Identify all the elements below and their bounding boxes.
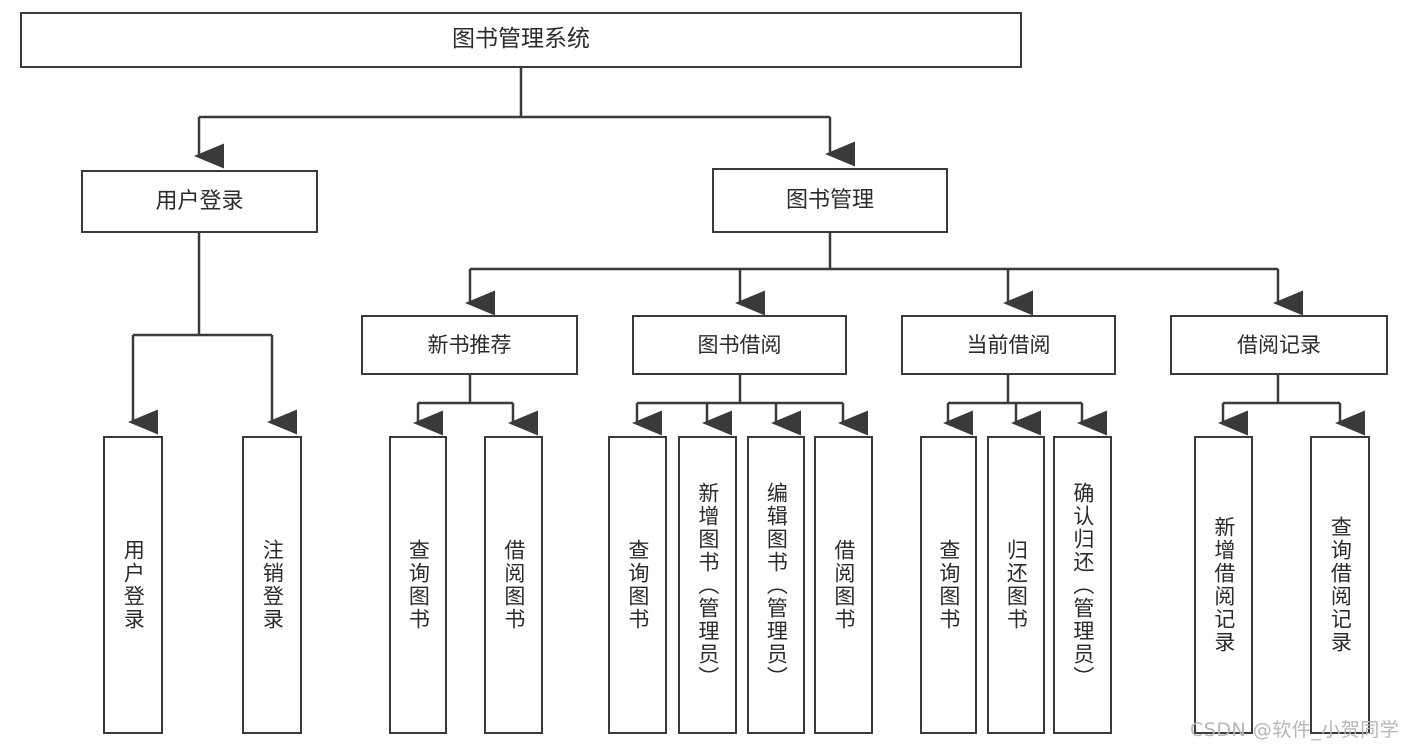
leaf-label: 借阅图书 xyxy=(831,539,856,631)
leaf-query-book-recommend[interactable]: 查询图书 xyxy=(389,436,447,734)
watermark-csdn: CSDN @软件_小贺同学 xyxy=(1190,719,1400,741)
leaf-label: 查询借阅记录 xyxy=(1328,516,1353,654)
leaf-add-book-admin[interactable]: 新增图书（管理员） xyxy=(678,436,737,734)
leaf-query-borrow-record[interactable]: 查询借阅记录 xyxy=(1310,436,1370,734)
leaf-label: 查询图书 xyxy=(406,539,431,631)
node-book-management[interactable]: 图书管理 xyxy=(712,168,948,233)
leaf-label: 编辑图书（管理员） xyxy=(764,481,789,689)
node-current-borrow[interactable]: 当前借阅 xyxy=(901,315,1116,375)
node-book-borrow[interactable]: 图书借阅 xyxy=(632,315,847,375)
leaf-label: 确认归还（管理员） xyxy=(1070,481,1095,689)
leaf-query-book-borrow[interactable]: 查询图书 xyxy=(608,436,667,734)
leaf-label: 查询图书 xyxy=(625,539,650,631)
leaf-label: 注销登录 xyxy=(260,539,285,631)
leaf-label: 归还图书 xyxy=(1004,539,1029,631)
leaf-logout-login[interactable]: 注销登录 xyxy=(242,436,302,734)
leaf-borrow-book-recommend[interactable]: 借阅图书 xyxy=(484,436,543,734)
leaf-label: 新增图书（管理员） xyxy=(695,481,720,689)
leaf-label: 查询图书 xyxy=(936,539,961,631)
leaf-query-book-current[interactable]: 查询图书 xyxy=(920,436,977,734)
leaf-borrow-book[interactable]: 借阅图书 xyxy=(814,436,873,734)
leaf-add-borrow-record[interactable]: 新增借阅记录 xyxy=(1194,436,1253,734)
node-root-system[interactable]: 图书管理系统 xyxy=(20,12,1022,68)
leaf-return-book[interactable]: 归还图书 xyxy=(987,436,1045,734)
leaf-label: 借阅图书 xyxy=(501,539,526,631)
leaf-edit-book-admin[interactable]: 编辑图书（管理员） xyxy=(747,436,805,734)
leaf-label: 用户登录 xyxy=(121,539,146,631)
node-new-book-recommend[interactable]: 新书推荐 xyxy=(361,315,578,375)
leaf-confirm-return-admin[interactable]: 确认归还（管理员） xyxy=(1053,436,1112,734)
node-user-login[interactable]: 用户登录 xyxy=(81,170,318,233)
node-borrow-record[interactable]: 借阅记录 xyxy=(1170,315,1388,375)
leaf-user-login[interactable]: 用户登录 xyxy=(103,436,163,734)
leaf-label: 新增借阅记录 xyxy=(1211,516,1236,654)
